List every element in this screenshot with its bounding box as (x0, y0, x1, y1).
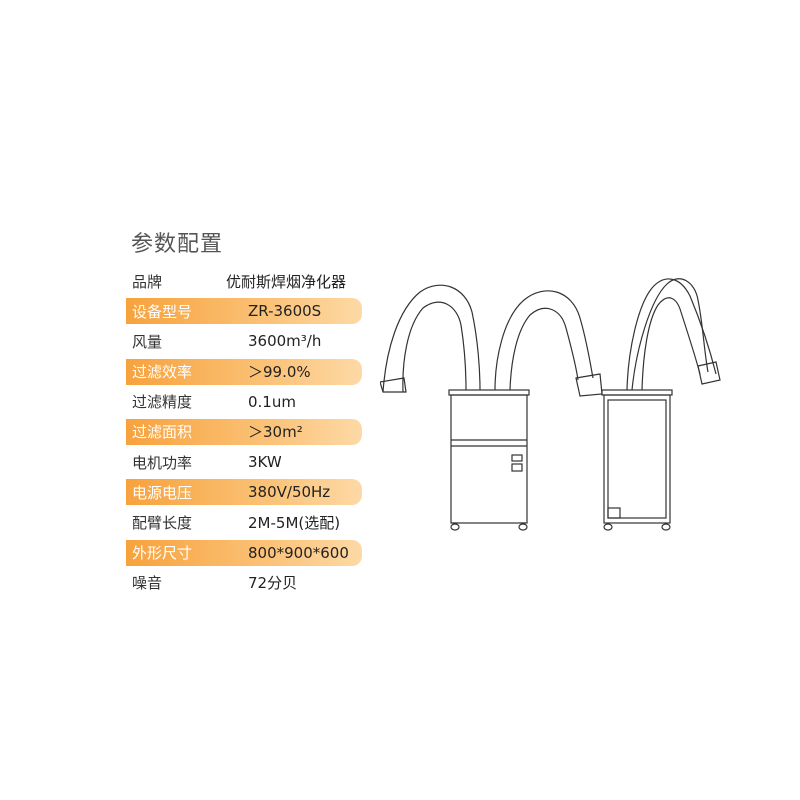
spec-value: ＞99.0% (248, 363, 311, 382)
spec-row-noise: 噪音 72分贝 (126, 570, 362, 596)
spec-label: 设备型号 (132, 302, 193, 321)
front-top-plate (448, 389, 530, 396)
front-left-arm-nozzle (380, 377, 407, 393)
control-panel-icon (511, 463, 523, 472)
spec-row-filter-precision: 过滤精度 0.1um (126, 389, 362, 415)
spec-value: 3600m³/h (248, 332, 322, 351)
front-left-arm (382, 284, 481, 393)
spec-value: 3KW (248, 453, 282, 472)
spec-label: 电机功率 (132, 453, 193, 472)
spec-row-airflow: 风量 3600m³/h (126, 328, 362, 354)
spec-value: 0.1um (248, 392, 296, 411)
wheel-icon (603, 523, 613, 531)
spec-value: 优耐斯焊烟净化器 (226, 272, 347, 291)
front-cabinet (450, 394, 528, 524)
spec-label: 配臂长度 (132, 514, 193, 532)
spec-row-brand: 品牌 优耐斯焊烟净化器 (126, 268, 362, 294)
spec-row-filter-efficiency: 过滤效率 ＞99.0% (126, 358, 362, 385)
side-top-plate (601, 389, 673, 396)
page-title: 参数配置 (131, 232, 224, 257)
spec-row-motor-power: 电机功率 3KW (126, 449, 362, 475)
side-arm (626, 278, 717, 391)
spec-label: 风量 (132, 332, 163, 351)
spec-row-model: 设备型号 ZR-3600S (126, 298, 362, 325)
spec-value: 800*900*600 (248, 543, 349, 562)
spec-label: 过滤面积 (132, 423, 193, 442)
control-panel-icon (511, 454, 523, 462)
spec-value: ＞30m² (248, 423, 303, 442)
front-right-arm-nozzle (575, 373, 603, 397)
spec-table: 品牌 优耐斯焊烟净化器 设备型号 ZR-3600S 风量 3600m³/h 过滤… (126, 268, 362, 600)
spec-label: 外形尺寸 (132, 544, 193, 563)
wheel-icon (450, 523, 460, 531)
spec-value: 380V/50Hz (248, 483, 331, 502)
side-arm (631, 278, 709, 391)
spec-label: 过滤效率 (132, 363, 193, 382)
spec-label: 品牌 (132, 272, 163, 291)
spec-label: 电源电压 (132, 483, 193, 502)
spec-row-voltage: 电源电压 380V/50Hz (126, 479, 362, 506)
side-cabinet (603, 394, 671, 524)
wheel-icon (661, 523, 671, 531)
spec-label: 噪音 (132, 574, 163, 593)
spec-value: 2M-5M(选配) (248, 514, 341, 532)
spec-row-arm-length: 配臂长度 2M-5M(选配) (126, 510, 362, 536)
spec-row-filter-area: 过滤面积 ＞30m² (126, 418, 362, 445)
side-cabinet-inner (607, 399, 667, 519)
spec-value: ZR-3600S (248, 302, 322, 321)
spec-value: 72分贝 (248, 574, 298, 593)
side-arm-nozzle (697, 361, 721, 385)
front-right-arm (494, 290, 594, 391)
wheel-icon (518, 523, 528, 531)
fume-extractor-illustration (380, 278, 721, 531)
spec-row-dimensions: 外形尺寸 800*900*600 (126, 539, 362, 566)
side-vent (607, 507, 621, 519)
spec-label: 过滤精度 (132, 393, 193, 412)
